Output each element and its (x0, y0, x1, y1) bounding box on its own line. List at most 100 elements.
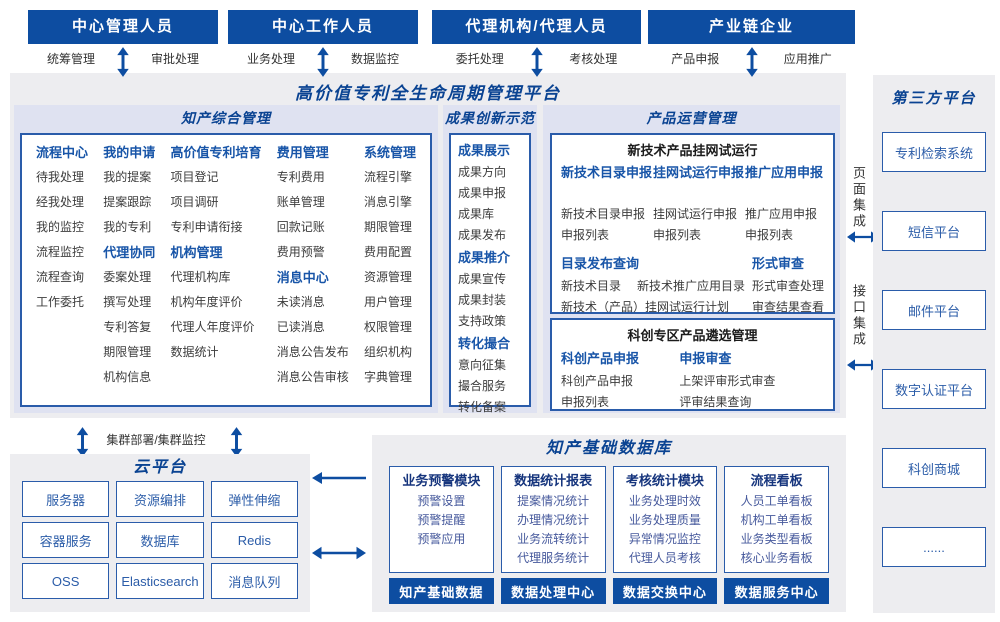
menu-item: 审查结果查看 (751, 300, 824, 314)
db-module-item: 代理人员考核 (628, 551, 701, 565)
menu-group: 科创产品申报 科创产品申报申报列表 (561, 349, 679, 413)
db-module-items: 人员工单看板机构工单看板业务类型看板核心业务看板 (725, 492, 828, 568)
menu-column: 我的申请 我的提案提案跟踪我的专利 代理协同 委案处理撰写处理专利答复期限管理机… (103, 140, 155, 405)
db-module-item: 核心业务看板 (740, 551, 813, 565)
role-action-label: 委托处理 (455, 51, 504, 66)
sci-tech-selection-box: 科创专区产品遴选管理 科创产品申报 科创产品申报申报列表 申报审查 上架评审形式… (550, 318, 835, 411)
menu-item: 申报列表 (653, 228, 702, 242)
cloud-service-box: 容器服务 (22, 522, 110, 558)
api-integration-label: 接口集成 (851, 284, 866, 348)
menu-item: 权限管理 (363, 320, 412, 334)
menu-item: 新技术（产品）挂网试运行计划 (561, 300, 730, 314)
cloud-service-box: 资源编排 (116, 481, 204, 517)
menu-item: 上架评审形式审查 (679, 374, 776, 388)
menu-item: 项目登记 (170, 170, 219, 184)
menu-item: 期限管理 (363, 220, 412, 234)
menu-item: 撰写处理 (103, 295, 152, 309)
role-title-bar: 中心管理人员 (28, 10, 218, 44)
menu-item: 专利申请衔接 (170, 220, 243, 234)
cloud-service-box: 消息队列 (210, 563, 298, 599)
cloud-platform-title: 云平台 (132, 459, 187, 476)
vertical-double-arrow-icon (230, 427, 243, 457)
role-title-bar: 产业链企业 (648, 10, 855, 44)
menu-column: 流程中心 待我处理经我处理我的监控流程监控流程查询工作委托 (36, 140, 88, 405)
vertical-double-arrow-icon (745, 47, 758, 77)
role-action-label: 统筹管理 (46, 51, 95, 66)
menu-group-header: 代理协同 (103, 245, 156, 260)
db-module-header: 流程看板 (750, 473, 803, 488)
menu-item: 申报列表 (561, 228, 610, 242)
menu-group-items: 意向征集撮合服务转化备案 (458, 355, 529, 418)
vertical-double-arrow-icon (530, 47, 543, 77)
role-title-bar: 代理机构/代理人员 (432, 10, 641, 44)
menu-item: 消息公告发布 (276, 345, 349, 359)
cloud-service-box: OSS (22, 563, 110, 599)
menu-group-items: 待我处理经我处理我的监控流程监控流程查询工作委托 (36, 165, 88, 315)
data-center-bar: 知产基础数据 (389, 578, 494, 604)
left-arrow-icon (312, 472, 366, 484)
db-module-item: 代理服务统计 (517, 551, 590, 565)
vertical-double-arrow-icon (76, 427, 89, 457)
menu-item: 推广应用申报 (745, 207, 818, 221)
menu-item: 数据统计 (170, 345, 219, 359)
menu-group: 申报审查 上架评审形式审查评审结果查询 (679, 349, 775, 413)
menu-item: 消息引擎 (363, 195, 412, 209)
section-ip-management: 知产综合管理 流程中心 待我处理经我处理我的监控流程监控流程查询工作委托 我的申… (14, 105, 438, 413)
menu-group-header: 申报审查 (679, 351, 732, 366)
third-party-box: 专利检索系统 (882, 132, 986, 172)
menu-group: 挂网试运行申报 挂网试运行申报申报列表 (653, 164, 745, 246)
menu-group-header: 成果推介 (458, 250, 511, 265)
menu-group-header: 目录发布查询 (561, 256, 640, 271)
menu-item: 我的提案 (103, 170, 152, 184)
db-module-item: 人员工单看板 (740, 494, 813, 508)
menu-item: 成果发布 (458, 228, 507, 242)
menu-item: 期限管理 (103, 345, 152, 359)
db-module-box: 数据统计报表 提案情况统计办理情况统计业务流转统计代理服务统计 (500, 466, 606, 573)
third-party-box: 邮件平台 (882, 290, 986, 330)
menu-item: 新技术目录申报 (561, 207, 646, 221)
menu-group-header: 挂网试运行申报 (653, 165, 745, 180)
menu-item: 组织机构 (363, 345, 412, 359)
db-module-box: 考核统计模块 业务处理时效业务处理质量异常情况监控代理人员考核 (612, 466, 718, 573)
cloud-service-box: 数据库 (116, 522, 204, 558)
sub-box-title: 科创专区产品遴选管理 (627, 328, 758, 343)
menu-column: 系统管理 流程引擎消息引擎期限管理费用配置资源管理用户管理权限管理组织机构字典管… (364, 140, 416, 405)
db-module-item: 业务处理质量 (628, 513, 701, 527)
menu-item: 科创产品申报 (561, 374, 634, 388)
role-action-label: 审批处理 (150, 51, 199, 66)
menu-item: 机构信息 (103, 370, 152, 384)
role-group-agency: 代理机构/代理人员 委托处理 考核处理 (432, 10, 641, 77)
menu-group-items: 挂网试运行申报申报列表 (653, 204, 745, 246)
db-module-items: 预警设置预警提醒预警应用 (390, 492, 493, 549)
section-product-ops: 产品运营管理 新技术产品挂网试运行 新技术目录申报 新技术目录申报申报列表 挂网… (543, 105, 840, 413)
section-title: 产品运营管理 (646, 110, 737, 126)
menu-group-items: 未读消息已读消息消息公告发布消息公告审核 (277, 290, 349, 390)
menu-group-items: 代理机构库机构年度评价代理人年度评价数据统计 (170, 265, 261, 365)
role-title-bar: 中心工作人员 (228, 10, 418, 44)
menu-group-header: 科创产品申报 (561, 351, 640, 366)
ip-database-panel: 知产基础数据库 业务预警模块 预警设置预警提醒预警应用 数据统计报表 提案情况统… (372, 435, 846, 612)
db-module-item: 业务处理时效 (628, 494, 701, 508)
menu-group-header: 成果展示 (458, 143, 511, 158)
menu-group-items: 专利费用账单管理回款记账费用预警 (277, 165, 349, 265)
platform-panel: 高价值专利全生命周期管理平台 知产综合管理 流程中心 待我处理经我处理我的监控流… (10, 73, 846, 418)
db-module-item: 办理情况统计 (517, 513, 590, 527)
menu-group-items: 形式审查处理审查结果查看 (752, 276, 824, 318)
menu-group-items: 委案处理撰写处理专利答复期限管理机构信息 (103, 265, 155, 390)
cloud-service-box: 弹性伸缩 (210, 481, 298, 517)
third-party-title: 第三方平台 (891, 90, 977, 107)
menu-group-header: 费用管理 (276, 145, 329, 160)
menu-item: 挂网试运行申报 (653, 207, 738, 221)
sub-box-title: 新技术产品挂网试运行 (627, 143, 758, 158)
menu-item: 形式审查处理 (751, 279, 824, 293)
section-achievement: 成果创新示范 成果展示 成果方向成果申报成果库成果发布 成果推介 成果宣传成果封… (443, 105, 537, 414)
third-party-list: 专利检索系统短信平台邮件平台数字认证平台科创商城...... (882, 132, 986, 567)
data-center-bars: 知产基础数据数据处理中心数据交换中心数据服务中心 (389, 578, 829, 604)
menu-group-items: 推广应用申报申报列表 (745, 204, 824, 246)
menu-item: 申报列表 (561, 395, 610, 409)
menu-item: 资源管理 (363, 270, 412, 284)
db-module-item: 业务流转统计 (517, 532, 590, 546)
achievement-box: 成果展示 成果方向成果申报成果库成果发布 成果推介 成果宣传成果封装支持政策 转… (449, 133, 531, 414)
